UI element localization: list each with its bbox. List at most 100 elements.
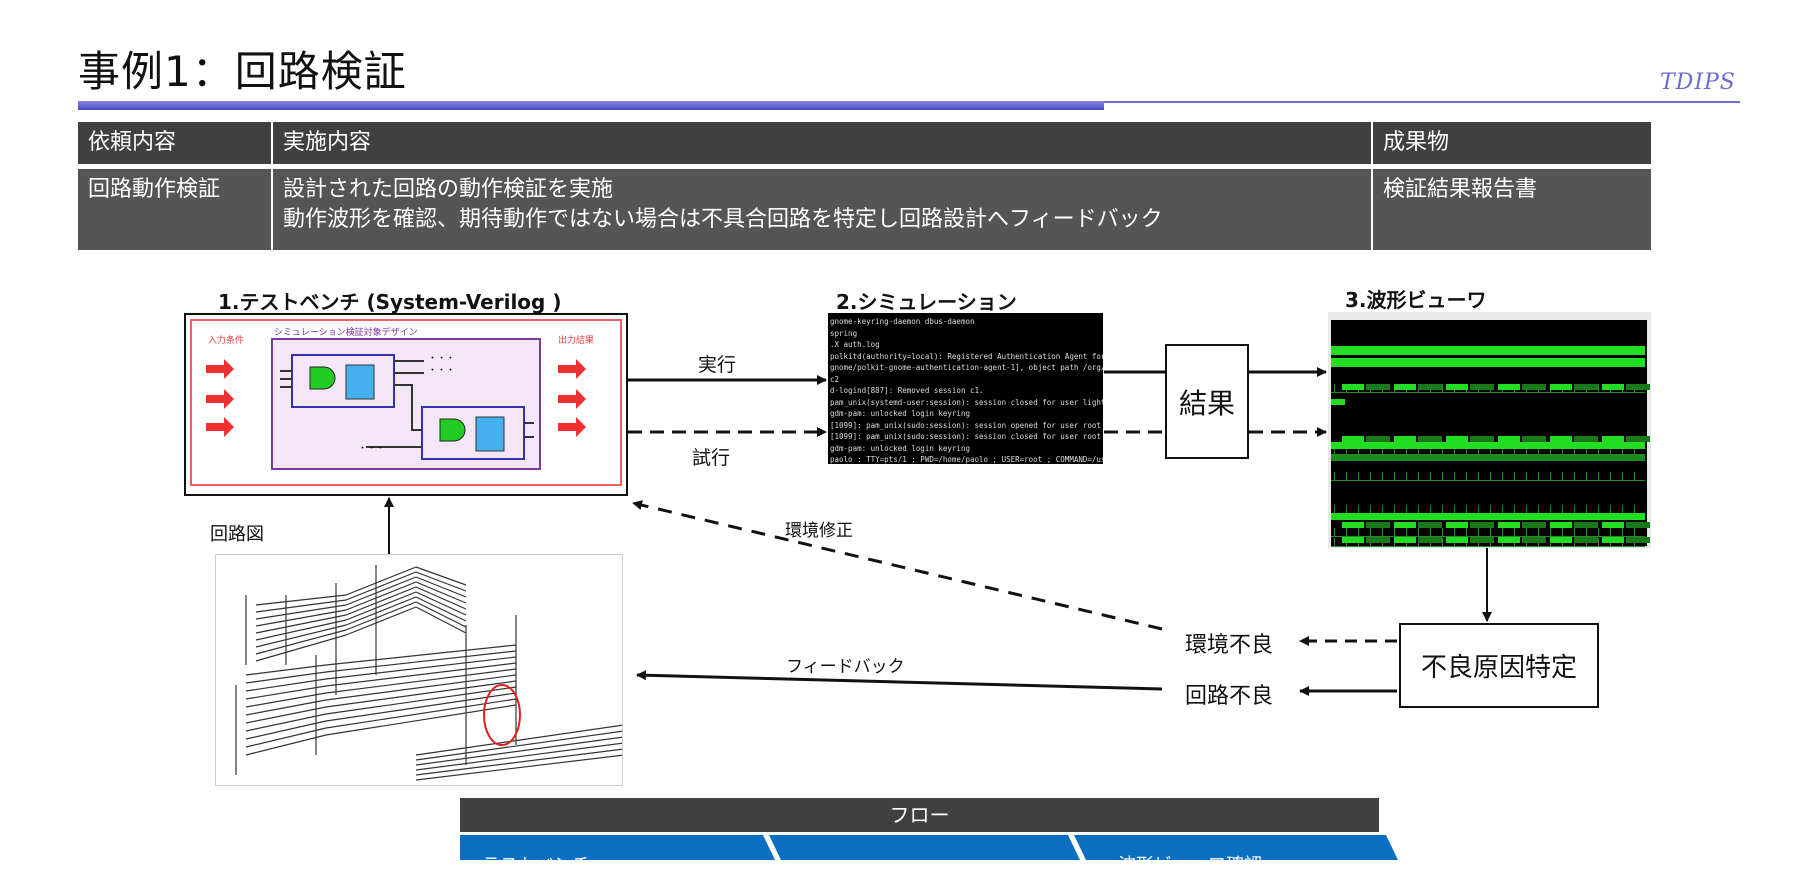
waveform-trace xyxy=(1502,505,1503,513)
waveform-trace xyxy=(1366,537,1390,543)
waveform-trace xyxy=(1454,528,1455,536)
waveform-trace xyxy=(1430,528,1431,536)
schematic-wire xyxy=(245,713,327,732)
schematic-wire xyxy=(415,581,467,604)
waveform-trace xyxy=(1602,537,1624,543)
waveform-trace xyxy=(1586,446,1587,454)
waveform-trace xyxy=(1358,446,1359,454)
waveform-trace xyxy=(1478,505,1479,513)
schematic-wire xyxy=(245,692,327,708)
waveform-trace xyxy=(1466,446,1467,454)
schematic-wire xyxy=(415,742,622,771)
waveform-trace xyxy=(1442,446,1443,454)
schematic-wire xyxy=(415,748,622,776)
waveform-trace xyxy=(1634,528,1635,536)
schematic-wire xyxy=(245,678,327,692)
waveform-trace xyxy=(1586,472,1587,480)
schematic-wire xyxy=(245,671,327,684)
waveform-trace xyxy=(1394,528,1395,536)
schematic-wire xyxy=(415,591,467,616)
waveform-trace xyxy=(1538,505,1539,513)
work-line-1: 設計された回路の動作検証を実施 xyxy=(283,177,614,202)
waveform-trace xyxy=(1502,528,1503,536)
waveform-trace xyxy=(1466,472,1467,480)
terminal-line: gdm-pam: unlocked login keyring xyxy=(830,443,970,453)
waveform-trace xyxy=(1334,384,1335,392)
waveform-trace xyxy=(1394,436,1416,442)
waveform-trace xyxy=(1331,392,1645,393)
schematic-wire xyxy=(415,724,622,756)
waveform-trace xyxy=(1358,528,1359,536)
result-box: 結果 xyxy=(1165,344,1249,459)
waveform-trace xyxy=(1418,537,1442,543)
waveform-trace xyxy=(1346,505,1347,513)
waveform-trace xyxy=(1478,472,1479,480)
table-cell-request: 回路動作検証 xyxy=(78,169,271,250)
waveform-trace xyxy=(1470,537,1494,543)
waveform-trace xyxy=(1550,537,1572,543)
env-fix-arrow xyxy=(632,500,1163,631)
waveform-trace xyxy=(1370,505,1371,513)
waveform-trace xyxy=(1550,522,1572,528)
waveform-trace xyxy=(1442,505,1443,513)
waveform-trace xyxy=(1366,384,1390,390)
terminal-line: paolo : TTY=pts/1 ; PWD=/home/paolo ; US… xyxy=(830,455,1103,464)
schematic-wire xyxy=(345,591,417,621)
waveform-trace xyxy=(1562,528,1563,536)
waveform-trace xyxy=(1334,472,1335,480)
flow-step-2 xyxy=(769,835,1080,860)
schematic-wire xyxy=(345,596,417,626)
waveform-trace xyxy=(1514,472,1515,480)
waveform-trace xyxy=(1342,522,1364,528)
waveform-trace xyxy=(1442,528,1443,536)
waveform-trace xyxy=(1442,472,1443,480)
waveform-trace xyxy=(1418,446,1419,454)
waveform-trace xyxy=(1610,505,1611,513)
waveform-trace xyxy=(1470,384,1494,390)
waveform-trace xyxy=(1331,399,1345,405)
schematic-wire xyxy=(255,629,347,655)
terminal-line: polkitd(authority=local): Registered Aut… xyxy=(830,351,1103,361)
waveform-trace xyxy=(1331,455,1645,461)
waveform-trace xyxy=(1598,384,1599,392)
schematic-wire xyxy=(415,754,622,781)
waveform-trace xyxy=(1470,522,1494,528)
waveform-trace xyxy=(1466,505,1467,513)
waveform-trace xyxy=(1498,522,1520,528)
schematic-wire xyxy=(255,614,347,634)
schematic-wire xyxy=(245,734,327,756)
waveform-trace xyxy=(1550,436,1572,442)
waveform-trace xyxy=(1430,505,1431,513)
waveform-trace xyxy=(1626,384,1650,390)
waveform-trace xyxy=(1370,528,1371,536)
waveform-trace xyxy=(1478,446,1479,454)
schematic-wire xyxy=(325,674,517,701)
waveform-trace xyxy=(1346,528,1347,536)
waveform-trace xyxy=(1342,384,1364,390)
flow-header: フロー xyxy=(460,798,1379,832)
terminal-line: .X auth.log xyxy=(830,340,880,349)
waveform-trace xyxy=(1334,446,1335,454)
waveform-trace xyxy=(1514,505,1515,513)
flow-step-1-label: テストベンチ xyxy=(482,855,590,876)
waveform-trace xyxy=(1526,505,1527,513)
waveform-trace xyxy=(1370,472,1371,480)
simulation-terminal-screenshot: gnome-keyring-daemon dbus-daemon spring … xyxy=(828,313,1103,464)
waveform-trace xyxy=(1574,446,1575,454)
waveform-trace xyxy=(1574,522,1598,528)
waveform-trace xyxy=(1514,528,1515,536)
schematic-wire xyxy=(255,634,347,662)
schematic-wire xyxy=(345,601,417,631)
waveform-trace xyxy=(1574,384,1598,390)
terminal-line: gdm-pam: unlocked login keyring xyxy=(830,409,970,418)
waveform-trace xyxy=(1574,505,1575,513)
table-header-request: 依頼内容 xyxy=(78,122,271,164)
waveform-trace xyxy=(1382,505,1383,513)
waveform-trace xyxy=(1430,472,1431,480)
waveform-trace xyxy=(1331,346,1645,355)
terminal-line: c2 xyxy=(830,374,840,384)
dots: ・・・ xyxy=(428,354,456,364)
dots: ・・・ xyxy=(428,366,456,376)
schematic-wire xyxy=(245,664,327,676)
